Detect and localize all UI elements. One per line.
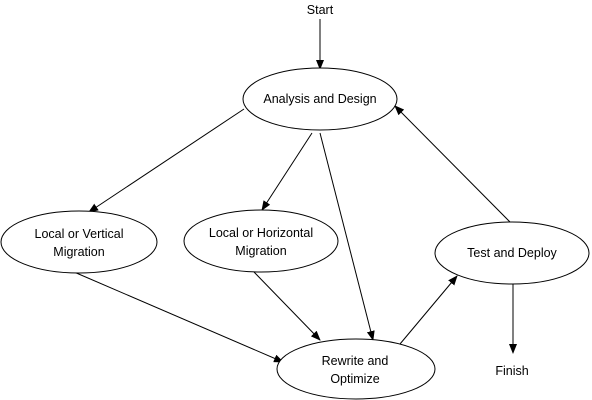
test-and-deploy-node: Test and Deploy xyxy=(434,221,590,285)
edge-analysis-to-vertical xyxy=(88,108,245,213)
horizontal-migration-node: Local or Horizontal Migration xyxy=(183,209,339,273)
analysis-and-design-node: Analysis and Design xyxy=(242,67,398,131)
rewrite-node-label-line2: Optimize xyxy=(330,372,379,386)
edge-analysis-to-horizontal xyxy=(261,132,313,211)
edge-analysis-to-rewrite xyxy=(319,132,375,341)
rewrite-and-optimize-node: Rewrite and Optimize xyxy=(276,338,436,400)
vertical-node-label-line1: Local or Vertical xyxy=(35,227,124,241)
vertical-migration-node: Local or Vertical Migration xyxy=(0,210,158,274)
edge-vertical-to-rewrite xyxy=(73,271,284,363)
rewrite-node-label-line1: Rewrite and xyxy=(322,354,389,368)
edge-horizontal-to-rewrite xyxy=(253,271,321,341)
analysis-node-label: Analysis and Design xyxy=(263,92,376,106)
horizontal-node-label-line2: Migration xyxy=(235,244,286,258)
horizontal-node-label-line1: Local or Horizontal xyxy=(209,226,313,240)
edge-rewrite-to-test xyxy=(399,275,458,345)
finish-label: Finish xyxy=(495,364,528,378)
start-label: Start xyxy=(307,3,334,17)
edge-test-to-analysis xyxy=(394,105,512,224)
test-node-label: Test and Deploy xyxy=(467,246,557,260)
vertical-node-label-line2: Migration xyxy=(53,245,104,259)
